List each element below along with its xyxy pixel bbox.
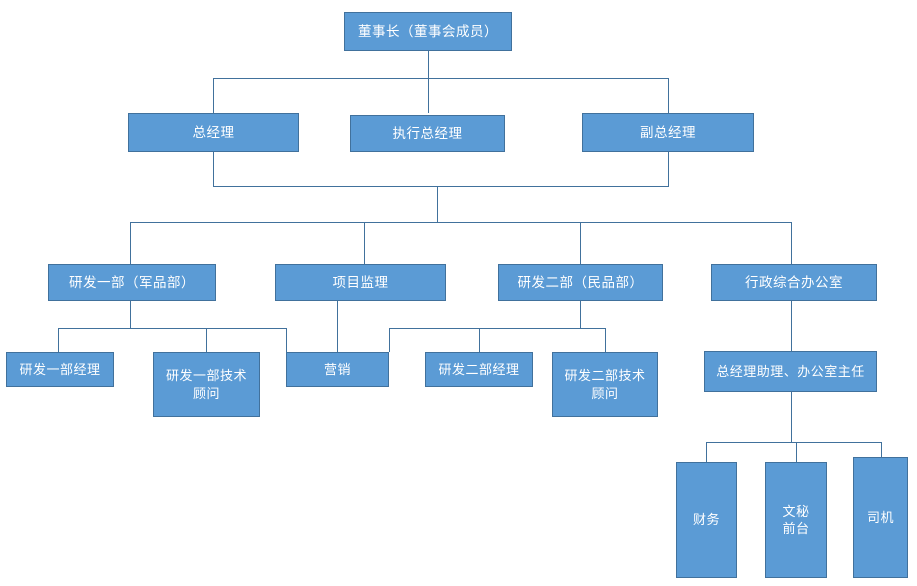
node-rd-two-tech-advisor-label: 研发二部技术 顾问: [564, 368, 646, 401]
connector-chairman-stem: [428, 51, 429, 78]
connector-drop-rd-two-left: [389, 328, 390, 352]
node-deputy-general-manager-label: 副总经理: [640, 124, 696, 140]
node-admin-office-label: 行政综合办公室: [745, 274, 843, 290]
connector-bottom-bus: [706, 442, 882, 443]
connector-tier2-merge-bus: [213, 186, 669, 187]
connector-drop-driver: [881, 442, 882, 462]
connector-drop-project-supervision: [364, 222, 365, 264]
node-chairman[interactable]: 董事长（董事会成员）: [344, 12, 512, 51]
node-deputy-general-manager[interactable]: 副总经理: [582, 113, 754, 152]
connector-rd-two-bus: [389, 328, 606, 329]
connector-drop-rd-dept-one: [130, 222, 131, 264]
node-rd-dept-two[interactable]: 研发二部（民品部）: [498, 264, 663, 301]
connector-riser-deputy-gm: [668, 152, 669, 186]
node-admin-office[interactable]: 行政综合办公室: [711, 264, 877, 301]
node-marketing[interactable]: 营销: [286, 352, 389, 387]
node-rd-two-manager[interactable]: 研发二部经理: [425, 352, 533, 387]
connector-tier3-bus: [130, 222, 791, 223]
connector-drop-rd-two-manager: [479, 328, 480, 352]
connector-drop-admin-office: [791, 222, 792, 264]
node-gm-assistant-office-director[interactable]: 总经理助理、办公室主任: [704, 351, 877, 392]
connector-rd-one-bus: [58, 328, 286, 329]
node-secretary-reception-label: 文秘 前台: [782, 503, 810, 536]
node-project-supervision-label: 项目监理: [332, 274, 389, 290]
node-rd-two-manager-label: 研发二部经理: [438, 361, 520, 377]
connector-drop-general-manager: [213, 78, 214, 113]
node-rd-dept-two-label: 研发二部（民品部）: [517, 274, 644, 290]
node-marketing-label: 营销: [323, 361, 351, 377]
connector-drop-rd-one-tech-advisor: [206, 328, 207, 352]
node-rd-dept-one-label: 研发一部（军品部）: [69, 274, 195, 290]
connector-stem-admin-office: [791, 301, 792, 351]
node-secretary-reception[interactable]: 文秘 前台: [765, 462, 827, 578]
connector-drop-finance: [706, 442, 707, 462]
connector-drop-secretary-reception: [796, 442, 797, 462]
connector-drop-executive-gm: [428, 78, 429, 113]
connector-tier3-stem: [437, 186, 438, 222]
connector-drop-deputy-gm: [668, 78, 669, 113]
node-rd-one-manager[interactable]: 研发一部经理: [6, 352, 114, 387]
connector-tier2-bus: [213, 78, 668, 79]
node-finance[interactable]: 财务: [676, 462, 737, 578]
node-project-supervision[interactable]: 项目监理: [275, 264, 446, 301]
node-rd-one-manager-label: 研发一部经理: [19, 361, 101, 377]
connector-drop-rd-dept-two: [580, 222, 581, 264]
node-driver[interactable]: 司机: [853, 457, 908, 578]
connector-stem-gm-assistant: [791, 392, 792, 442]
node-rd-one-tech-advisor-label: 研发一部技术 顾问: [165, 368, 247, 401]
connector-stem-project-supervision: [337, 301, 338, 352]
node-rd-dept-one[interactable]: 研发一部（军品部）: [48, 264, 216, 301]
connector-drop-rd-one-manager: [58, 328, 59, 352]
connector-riser-general-manager: [213, 152, 214, 186]
node-gm-assistant-office-director-label: 总经理助理、办公室主任: [716, 363, 865, 379]
connector-drop-rd-one-to-marketing: [286, 328, 287, 352]
connector-stem-rd-dept-two: [580, 301, 581, 328]
node-general-manager[interactable]: 总经理: [128, 113, 299, 152]
node-rd-one-tech-advisor[interactable]: 研发一部技术 顾问: [153, 352, 260, 417]
connector-drop-rd-two-tech-advisor: [605, 328, 606, 352]
node-executive-general-manager-label: 执行总经理: [392, 125, 463, 141]
node-chairman-label: 董事长（董事会成员）: [358, 23, 498, 39]
node-finance-label: 财务: [692, 512, 720, 528]
node-executive-general-manager[interactable]: 执行总经理: [350, 115, 505, 152]
node-driver-label: 司机: [866, 509, 894, 525]
node-general-manager-label: 总经理: [192, 124, 235, 140]
connector-stem-rd-dept-one: [130, 301, 131, 328]
node-rd-two-tech-advisor[interactable]: 研发二部技术 顾问: [552, 352, 658, 417]
